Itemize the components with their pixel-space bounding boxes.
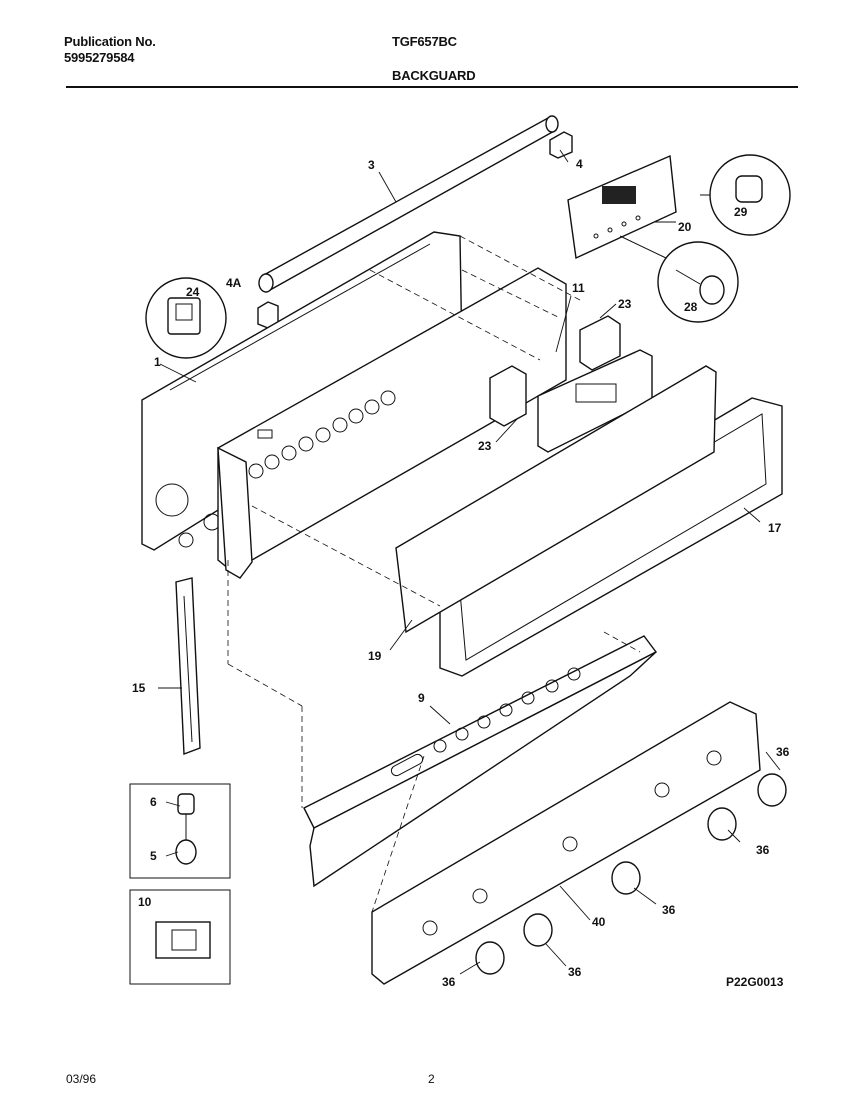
- display-glass: [395, 365, 717, 634]
- part-label-4: 4: [576, 157, 583, 171]
- part-label-40: 40: [592, 915, 606, 929]
- side-bracket: [175, 577, 201, 755]
- lamp-holder: [549, 131, 573, 159]
- header-rule: [66, 86, 798, 88]
- assembly-guides: [227, 235, 641, 913]
- label-leaders: [158, 149, 781, 975]
- part-label-6: 6: [150, 795, 157, 809]
- part-label-11: 11: [572, 281, 585, 295]
- part-label-23-upper: 23: [618, 297, 632, 311]
- part-label-17: 17: [768, 521, 782, 535]
- part-label-36-a: 36: [776, 745, 790, 759]
- part-label-36-d: 36: [568, 965, 582, 979]
- part-label-29: 29: [734, 205, 748, 219]
- lower-control-panel: [371, 701, 761, 985]
- part-label-5: 5: [150, 849, 157, 863]
- publication-number: 5995279584: [64, 50, 135, 65]
- diagram-code: P22G0013: [726, 975, 784, 989]
- electronic-timer: [567, 154, 677, 260]
- part-label-15: 15: [132, 681, 146, 695]
- part-label-28: 28: [684, 300, 698, 314]
- part-label-1: 1: [154, 355, 161, 369]
- section-title: BACKGUARD: [392, 68, 476, 83]
- part-label-36-b: 36: [756, 843, 770, 857]
- part-label-4a: 4A: [226, 276, 242, 290]
- part-label-3: 3: [368, 158, 375, 172]
- manifold-panel: [303, 635, 658, 888]
- part-label-9: 9: [418, 691, 425, 705]
- transformer-inset: [129, 889, 231, 985]
- part-label-24: 24: [186, 285, 200, 299]
- part-label-19: 19: [368, 649, 382, 663]
- fluorescent-tube: [258, 115, 559, 293]
- part-label-36-e: 36: [442, 975, 456, 989]
- part-label-36-c: 36: [662, 903, 676, 917]
- igniter-inset: [129, 783, 231, 879]
- knob-callout: [700, 154, 791, 236]
- mounting-bracket-upper: [579, 315, 621, 371]
- footer-page-number: 2: [428, 1072, 435, 1086]
- part-label-23-lower: 23: [478, 439, 492, 453]
- control-panel-frame: [217, 267, 567, 580]
- model-number: TGF657BC: [392, 34, 457, 49]
- part-label-10: 10: [138, 895, 152, 909]
- footer-date: 03/96: [66, 1072, 97, 1086]
- publication-label: Publication No.: [64, 34, 156, 49]
- mounting-bracket-lower: [489, 365, 527, 427]
- burner-knobs: [475, 773, 787, 975]
- shaft-callout: [619, 235, 739, 323]
- part-label-20: 20: [678, 220, 692, 234]
- switch-callout: [145, 277, 227, 359]
